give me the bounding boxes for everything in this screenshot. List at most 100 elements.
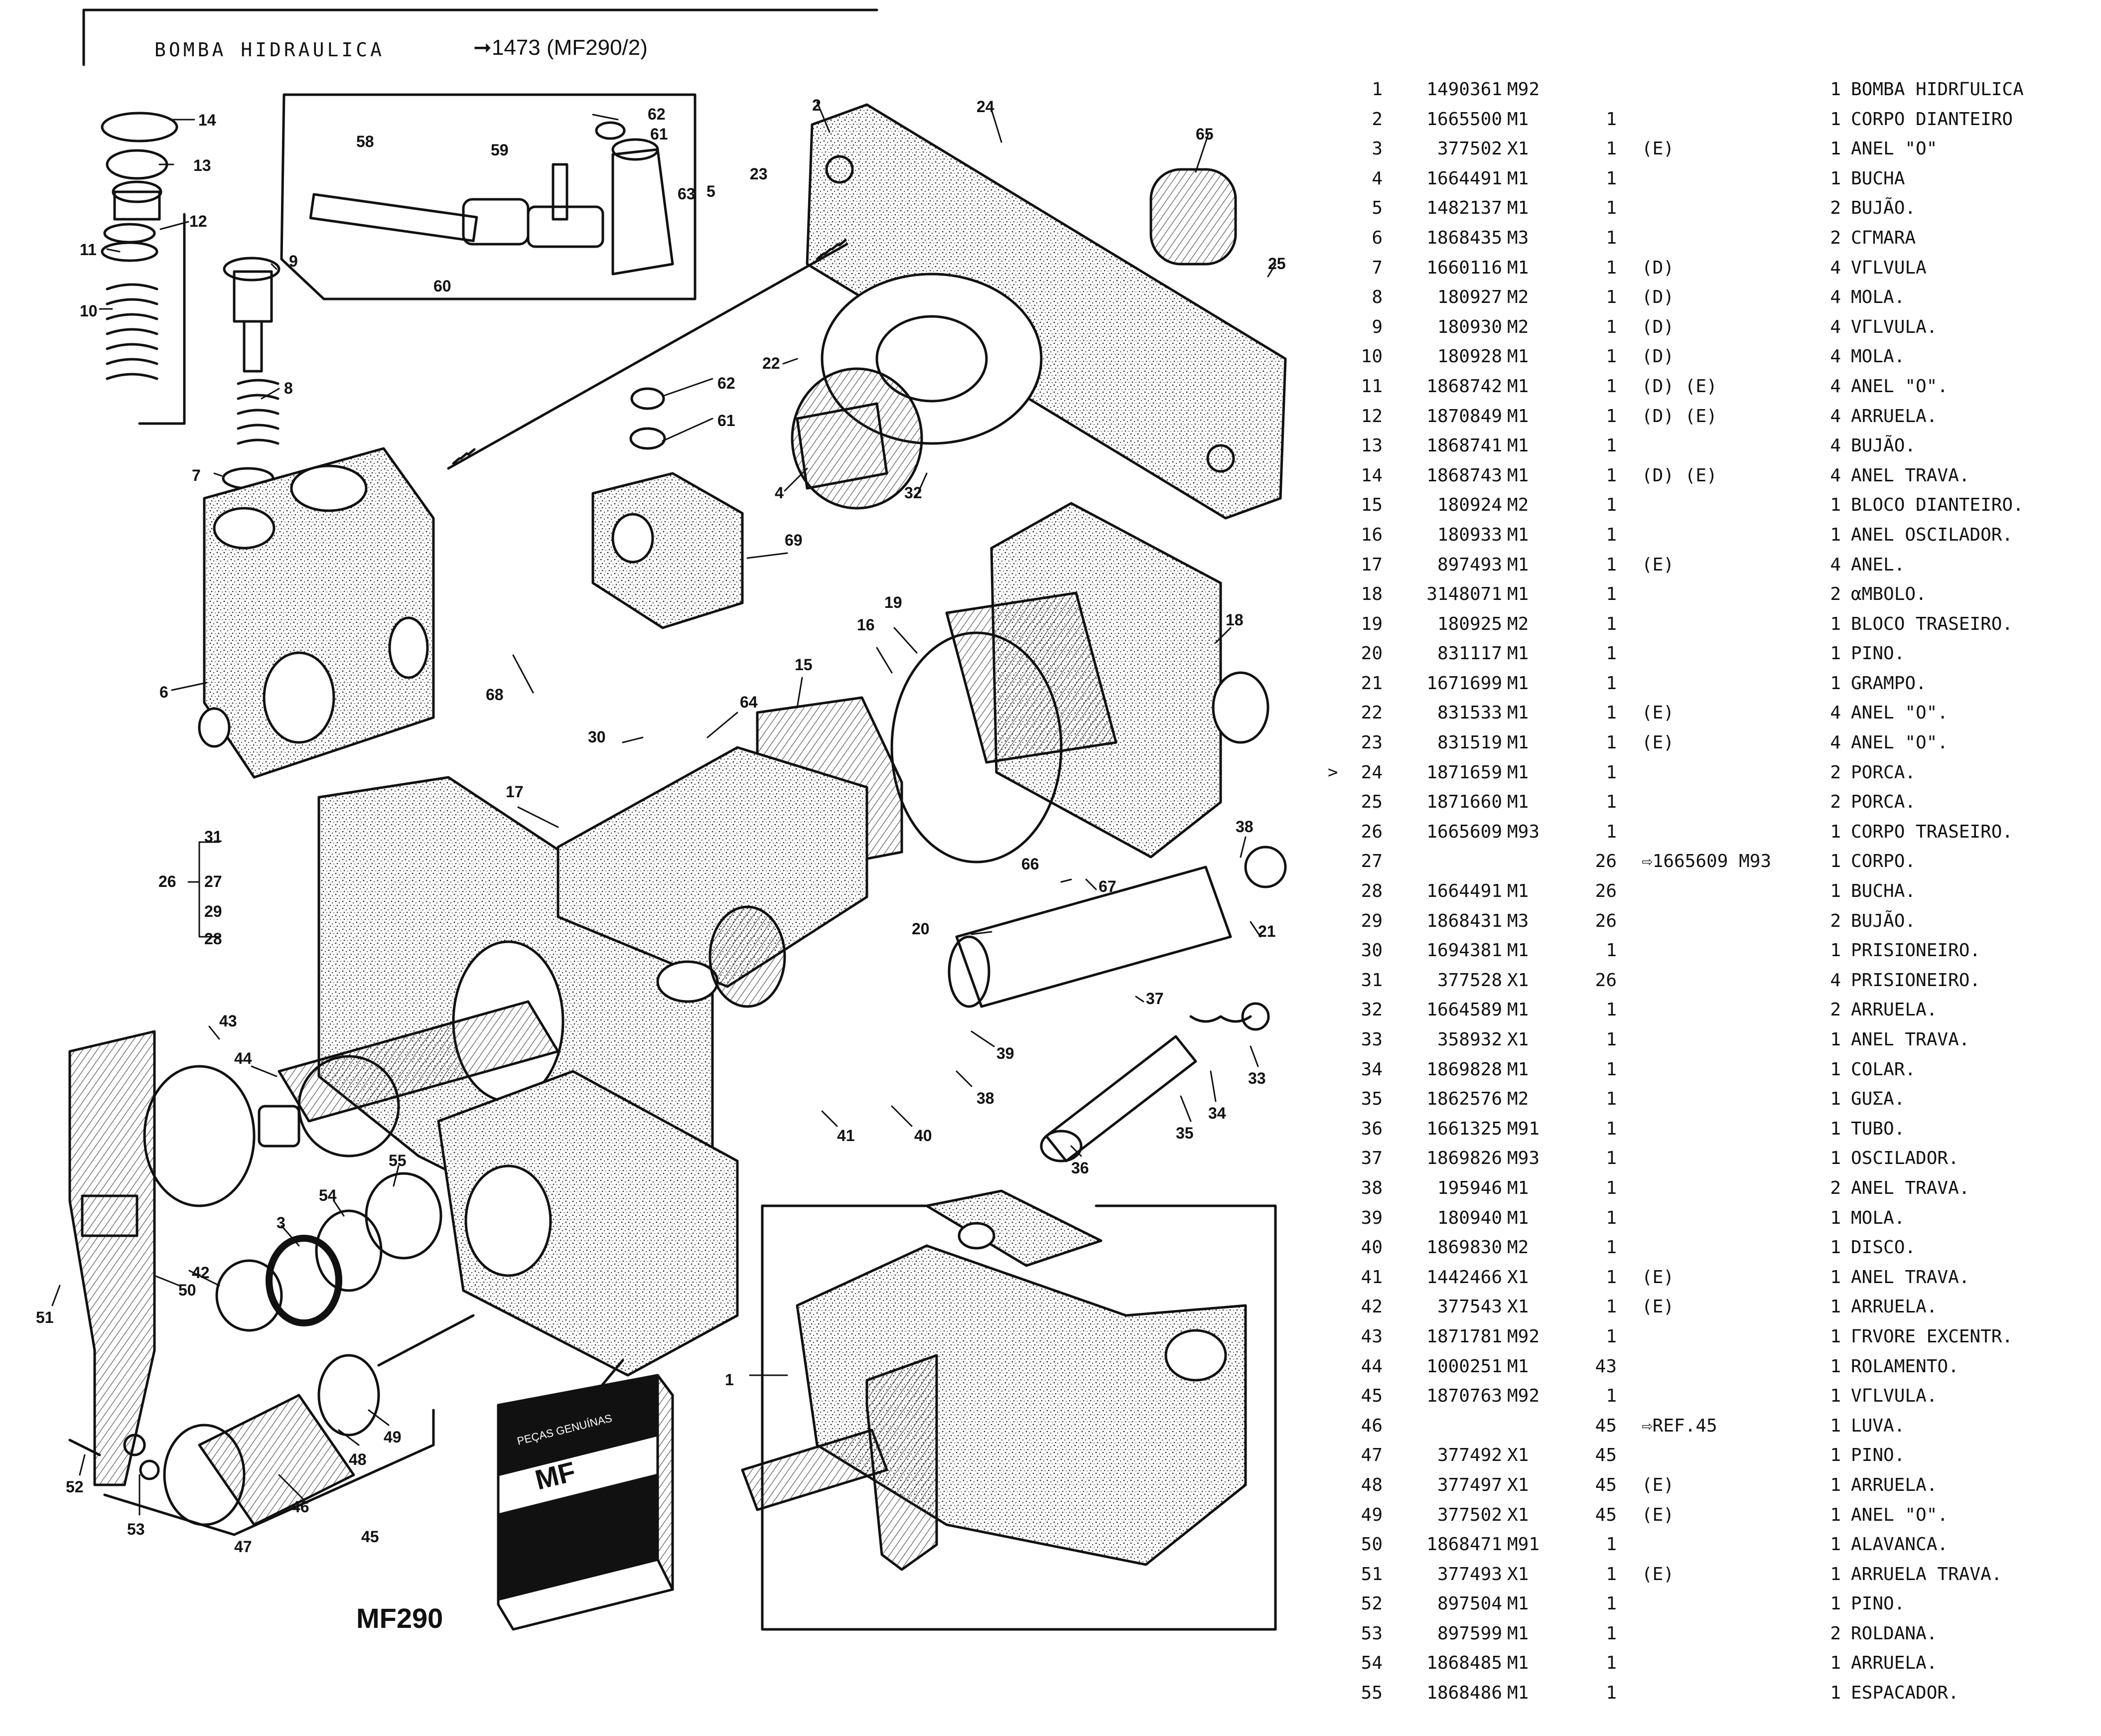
parts-part-number: 1442466 [1426, 1267, 1502, 1288]
callout-29: 29 [204, 902, 222, 920]
long-stud [447, 239, 848, 470]
parts-item-number: 4 [1372, 168, 1383, 189]
parts-part-suffix: M2 [1507, 495, 1529, 516]
parts-quantity-assembly: 1 [1606, 346, 1617, 367]
parts-quantity: 1 [1830, 168, 1841, 189]
parts-description: MOLA. [1851, 346, 1905, 367]
parts-quantity: 1 [1830, 1148, 1841, 1169]
parts-quantity-assembly: 45 [1595, 1504, 1617, 1525]
parts-part-suffix: X1 [1507, 1474, 1529, 1495]
callout-42: 42 [192, 1264, 210, 1282]
callout-11: 11 [80, 241, 97, 259]
callout-67: 67 [1099, 877, 1117, 895]
callout-49: 49 [384, 1428, 402, 1446]
parts-quantity: 2 [1830, 1000, 1841, 1020]
parts-part-number: 1664491 [1426, 168, 1502, 189]
parts-item-number: 52 [1361, 1593, 1383, 1614]
callout-14: 14 [198, 111, 216, 129]
callout-48: 48 [349, 1450, 367, 1468]
parts-quantity-assembly: 1 [1606, 1267, 1617, 1288]
parts-description: ANEL "O". [1851, 732, 1949, 753]
parts-description: OSCILADOR. [1851, 1148, 1959, 1169]
parts-description: PINO. [1851, 643, 1905, 664]
parts-part-suffix: M1 [1507, 1356, 1529, 1377]
genuine-parts-box [497, 1359, 674, 1631]
parts-quantity-assembly: 1 [1606, 316, 1617, 337]
parts-part-suffix: M2 [1507, 1089, 1529, 1110]
parts-quantity-assembly: 1 [1606, 584, 1617, 605]
callout-39: 39 [996, 1044, 1014, 1062]
callout-47: 47 [234, 1538, 252, 1556]
parts-quantity: 2 [1830, 584, 1841, 605]
callout-38b: 38 [977, 1089, 994, 1107]
parts-part-number: 1671699 [1426, 673, 1502, 694]
parts-quantity: 1 [1830, 881, 1841, 902]
parts-quantity: 2 [1830, 910, 1841, 931]
parts-item-number: 21 [1361, 673, 1383, 694]
parts-quantity: 2 [1830, 792, 1841, 813]
parts-quantity: 1 [1830, 1504, 1841, 1525]
parts-part-number: 1868743 [1426, 465, 1502, 486]
parts-description: ARRUELA. [1851, 1653, 1938, 1674]
callout-9: 9 [289, 252, 298, 270]
parts-quantity: 2 [1830, 227, 1841, 248]
parts-item-number: 19 [1361, 613, 1383, 634]
parts-description: ANEL "O". [1851, 376, 1949, 397]
header-rule [82, 8, 878, 66]
parts-part-suffix: M2 [1507, 316, 1529, 337]
callout-68: 68 [486, 686, 504, 704]
callout-18: 18 [1226, 611, 1244, 629]
parts-part-number: 180940 [1437, 1207, 1502, 1228]
parts-flags: (D) [1642, 346, 1675, 367]
parts-part-number: 1660116 [1426, 257, 1502, 278]
parts-quantity-assembly: 1 [1606, 465, 1617, 486]
parts-description: PINO. [1851, 1593, 1905, 1614]
parts-part-suffix: M91 [1507, 1534, 1540, 1555]
parts-part-suffix: M1 [1507, 1059, 1529, 1080]
parts-part-suffix: M1 [1507, 346, 1529, 367]
parts-quantity-assembly: 1 [1606, 257, 1617, 278]
parts-part-suffix: M92 [1507, 1326, 1540, 1347]
parts-part-number: 377502 [1437, 1504, 1502, 1525]
parts-part-suffix: M1 [1507, 524, 1529, 545]
callout-23: 23 [750, 165, 768, 183]
parts-part-number: 1868486 [1426, 1683, 1502, 1704]
parts-quantity: 4 [1830, 316, 1841, 337]
parts-item-number: 13 [1361, 435, 1383, 456]
parts-item-number: 14 [1361, 465, 1383, 486]
parts-part-suffix: M1 [1507, 643, 1529, 664]
parts-part-suffix: M1 [1507, 406, 1529, 427]
parts-description: CORPO. [1851, 851, 1916, 872]
front-block-body [198, 447, 435, 779]
parts-description: VΓLVULA [1851, 257, 1927, 278]
parts-part-number: 1665500 [1426, 109, 1502, 130]
callout-62a: 62 [648, 105, 666, 123]
parts-item-number: 5 [1372, 198, 1383, 219]
parts-quantity: 1 [1830, 643, 1841, 664]
parts-item-number: 48 [1361, 1474, 1383, 1495]
parts-part-suffix: M1 [1507, 792, 1529, 813]
parts-item-number: 39 [1361, 1207, 1383, 1228]
parts-item-number: 18 [1361, 584, 1383, 605]
callout-3: 3 [277, 1214, 285, 1232]
parts-item-number: 54 [1361, 1653, 1383, 1674]
parts-part-number: 1870849 [1426, 406, 1502, 427]
parts-quantity-assembly: 1 [1606, 1177, 1617, 1198]
parts-quantity: 1 [1830, 139, 1841, 159]
parts-part-number: 377543 [1437, 1297, 1502, 1317]
parts-quantity-assembly: 1 [1606, 524, 1617, 545]
parts-quantity-assembly: 1 [1606, 821, 1617, 842]
